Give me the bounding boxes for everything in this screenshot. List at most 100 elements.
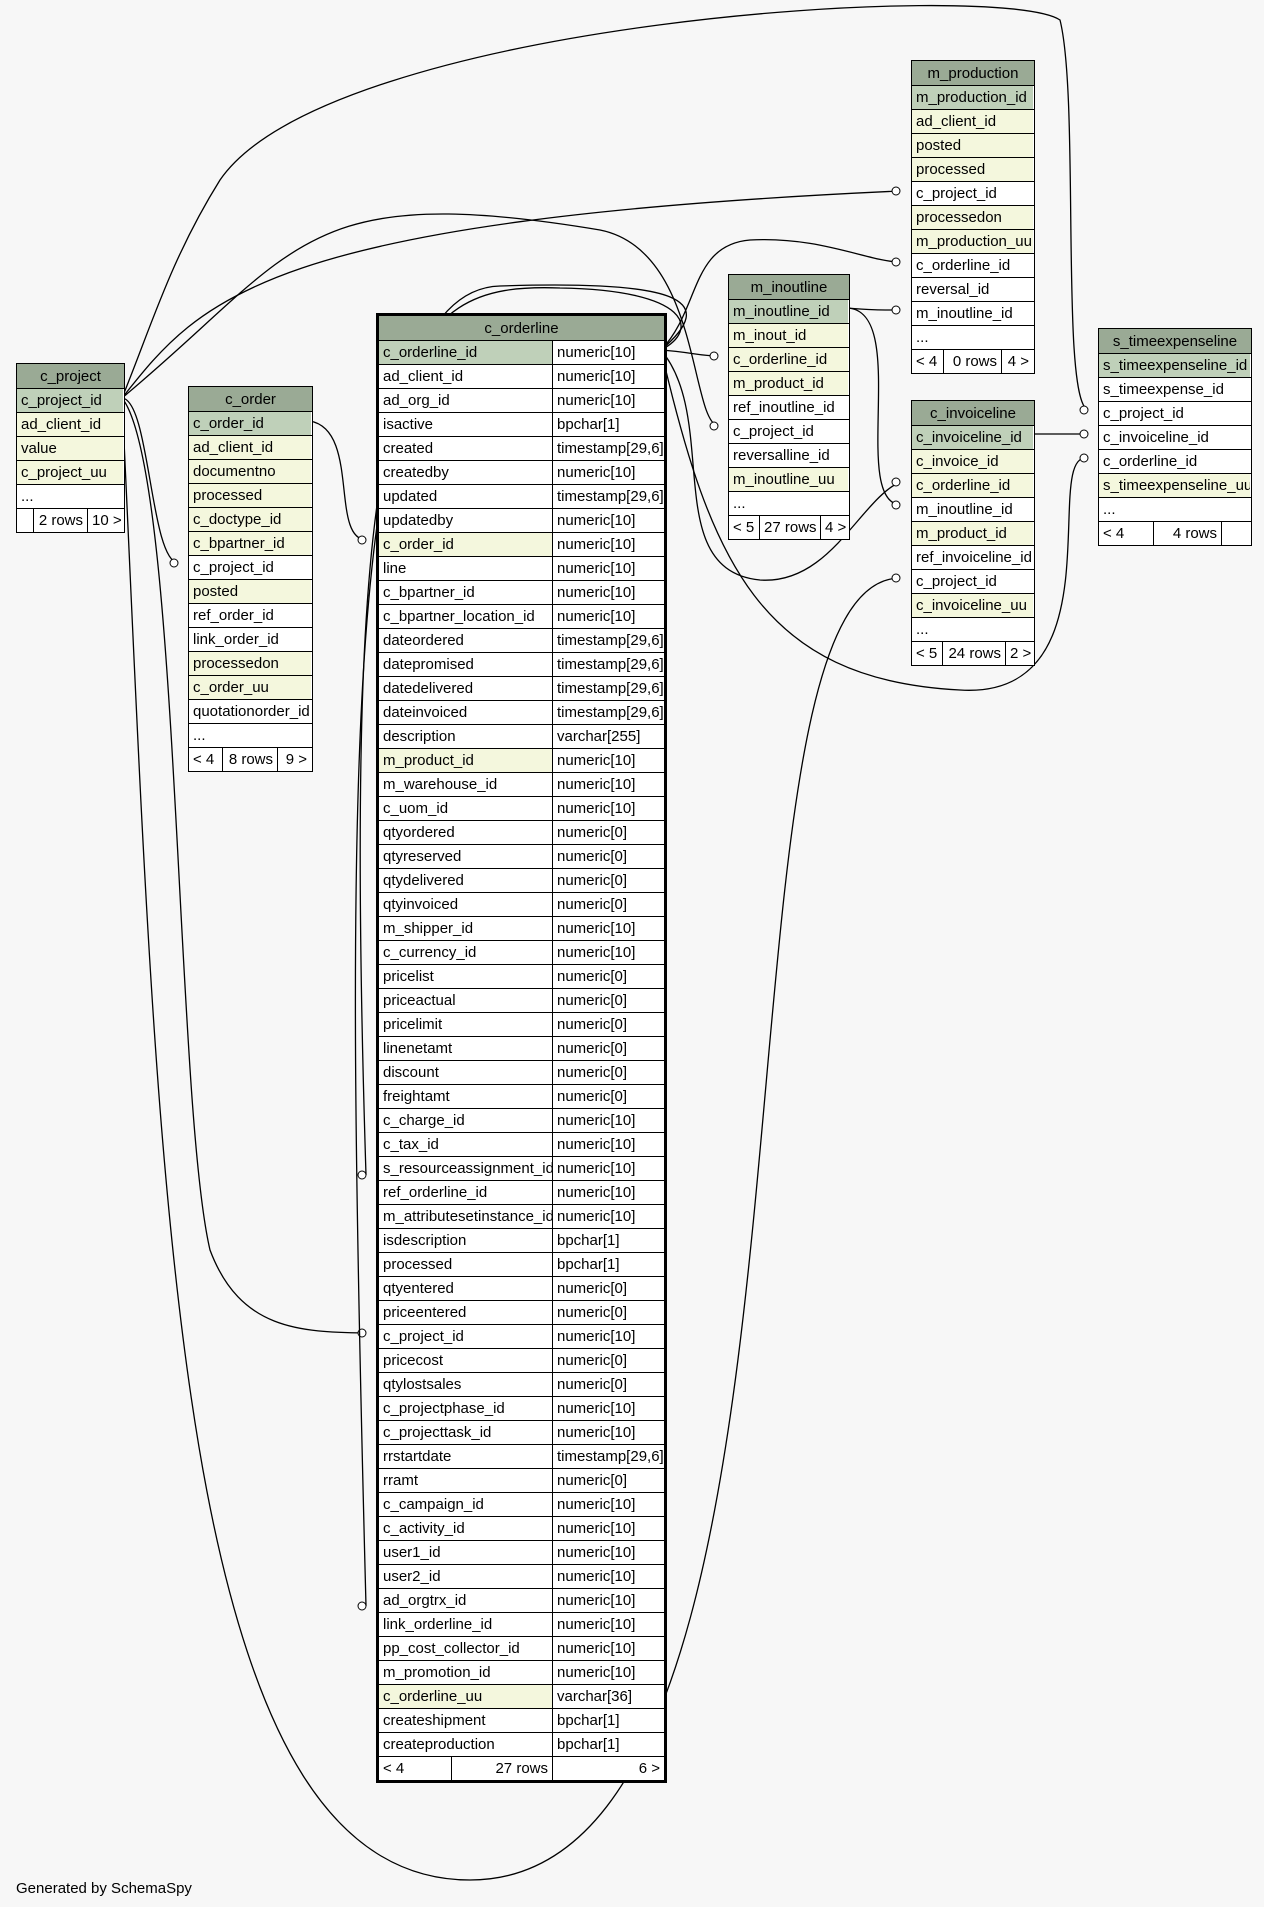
column-row-c-orderline-id[interactable]: c_orderline_id [1099,449,1251,473]
column-row-ref-inoutline-id[interactable]: ref_inoutline_id [729,395,849,419]
column-row-ad-client-id[interactable]: ad_client_id [17,412,124,436]
column-row-link-order-id[interactable]: link_order_id [189,627,312,651]
column-row-c-orderline-id[interactable]: c_orderline_id [729,347,849,371]
column-row-more[interactable]: ... [17,484,124,508]
column-row-c-invoiceline-uu[interactable]: c_invoiceline_uu [912,593,1034,617]
column-row-c-orderline-id[interactable]: c_orderline_id [912,253,1034,277]
column-row-m-production-id[interactable]: m_production_id [912,85,1034,109]
column-row-c-project-uu[interactable]: c_project_uu [17,460,124,484]
column-row-s-timeexpenseline-uu[interactable]: s_timeexpenseline_uu [1099,473,1251,497]
column-row-s-timeexpense-id[interactable]: s_timeexpense_id [1099,377,1251,401]
column-row-posted[interactable]: posted [189,579,312,603]
column-row-ad-client-id[interactable]: ad_client_id [189,435,312,459]
column-row-c-project-id[interactable]: c_project_id [912,181,1034,205]
column-row-c-project-id[interactable]: c_project_id [729,419,849,443]
column-row-m-inoutline-uu[interactable]: m_inoutline_uu [729,467,849,491]
column-row-c-bpartner-id[interactable]: c_bpartner_id [189,531,312,555]
column-row-c-invoice-id[interactable]: c_invoice_id [912,449,1034,473]
column-row-posted[interactable]: posted [912,133,1034,157]
column-row-quotationorder-id[interactable]: quotationorder_id [189,699,312,723]
column-row-c-order-id[interactable]: c_order_id [189,411,312,435]
column-row-more[interactable]: ... [189,723,312,747]
column-row-processedon[interactable]: processedon [912,205,1034,229]
column-row-m-inout-id[interactable]: m_inout_id [729,323,849,347]
column-row-c-invoiceline-id[interactable]: c_invoiceline_id [912,425,1034,449]
column-row-m-inoutline-id[interactable]: m_inoutline_id [912,301,1034,325]
column-row-c-order-uu[interactable]: c_order_uu [189,675,312,699]
column-row-processedon[interactable]: processedon [189,651,312,675]
column-row-processed[interactable]: processed [189,483,312,507]
column-row-more[interactable]: ... [912,617,1034,641]
column-row-c-project-id[interactable]: c_project_id [1099,401,1251,425]
column-row-m-inoutline-id[interactable]: m_inoutline_id [729,299,849,323]
column-row-m-inoutline-id[interactable]: m_inoutline_id [912,497,1034,521]
column-row-value[interactable]: value [17,436,124,460]
column-row-ref-invoiceline-id[interactable]: ref_invoiceline_id [912,545,1034,569]
column-row-s-timeexpenseline-id[interactable]: s_timeexpenseline_id [1099,353,1251,377]
column-row-m-product-id[interactable]: m_product_id [729,371,849,395]
column-row-more[interactable]: ... [1099,497,1251,521]
column-row-c-invoiceline-id[interactable]: c_invoiceline_id [1099,425,1251,449]
column-row-documentno[interactable]: documentno [189,459,312,483]
column-row-c-orderline-id[interactable]: c_orderline_id [912,473,1034,497]
column-row-more[interactable]: ... [912,325,1034,349]
column-row-c-doctype-id[interactable]: c_doctype_id [189,507,312,531]
column-row-ad-client-id[interactable]: ad_client_id [912,109,1034,133]
